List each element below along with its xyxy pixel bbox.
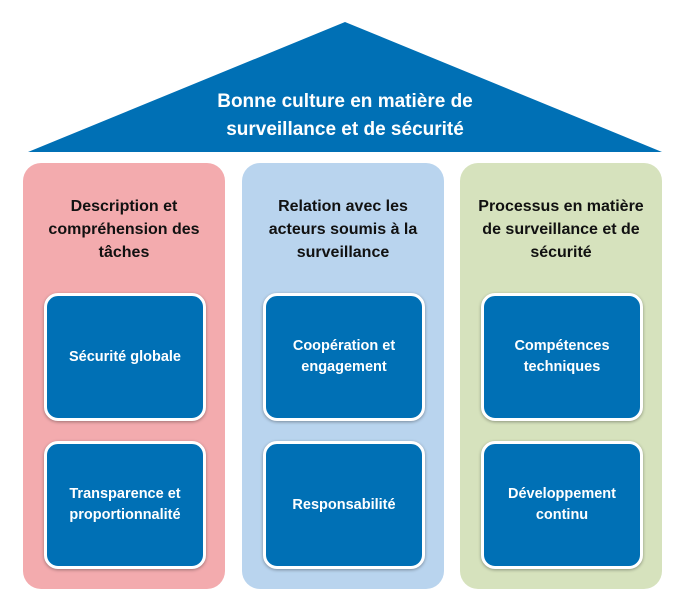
card-label-line: Transparence et (69, 486, 181, 502)
card-label-line: Sécurité globale (68, 348, 181, 365)
pillar-title-line: Description et (70, 198, 178, 215)
pillar-title-line: surveillance (296, 244, 390, 261)
pillar-supervision-processes: Processus en matière de surveillance et … (460, 163, 662, 589)
pillar-title-line: tâches (98, 244, 150, 261)
card-label-line: engagement (301, 359, 387, 375)
card-label-line: techniques (523, 359, 601, 375)
card-cooperation-engagement: Coopération et engagement (263, 293, 425, 421)
card-technical-skills: Compétences techniques (481, 293, 643, 421)
card-global-security: Sécurité globale (44, 293, 206, 421)
pillar-title: Processus en matière de surveillance et … (468, 195, 654, 264)
card-label-line: Coopération et (292, 338, 396, 354)
roof-title-line-2: surveillance et de sécurité (226, 119, 464, 140)
pillar-title-line: acteurs soumis à la (268, 221, 418, 238)
pillar-title-line: Processus en matière (478, 198, 644, 215)
pillar-title-line: de surveillance et de (482, 221, 640, 238)
card-continuous-development: Développement continu (481, 441, 643, 569)
pillar-task-description: Description et compréhension des tâches … (23, 163, 225, 589)
roof-triangle (28, 22, 662, 152)
card-label-line: continu (535, 507, 589, 523)
card-label-line: Compétences (514, 338, 610, 354)
card-label-line: proportionnalité (69, 507, 181, 523)
pillar-title: Relation avec les acteurs soumis à la su… (250, 195, 436, 264)
pillar-supervised-relations: Relation avec les acteurs soumis à la su… (242, 163, 444, 589)
card-accountability: Responsabilité (263, 441, 425, 569)
pillar-title-line: Relation avec les (278, 198, 408, 215)
pillar-title: Description et compréhension des tâches (31, 195, 217, 264)
pillar-title-line: sécurité (530, 244, 592, 261)
roof-title: Bonne culture en matière de surveillance… (150, 88, 540, 144)
card-transparency-proportionality: Transparence et proportionnalité (44, 441, 206, 569)
roof-title-line-1: Bonne culture en matière de (217, 91, 473, 112)
pillar-title-line: compréhension des (48, 221, 200, 238)
card-label-line: Responsabilité (292, 496, 396, 513)
card-label-line: Développement (508, 486, 616, 502)
